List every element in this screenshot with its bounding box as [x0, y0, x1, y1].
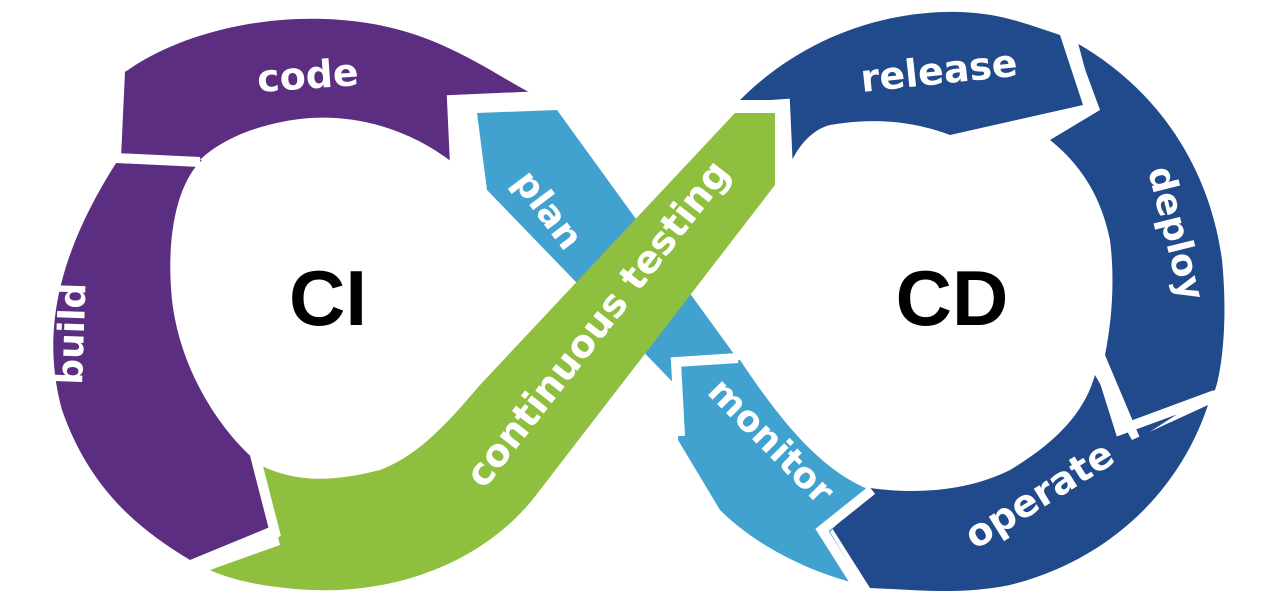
stage-deploy-band	[1050, 42, 1225, 438]
divider-build-testing	[193, 453, 281, 570]
stage-operate-band	[832, 375, 1208, 592]
divider-code-build	[110, 71, 201, 167]
stage-label-code: code	[256, 50, 360, 101]
divider-release-deploy	[985, 30, 1097, 150]
loop-label-cd: CD	[896, 254, 1009, 342]
stage-continuous-testing-band	[210, 113, 775, 591]
stage-build-band	[53, 160, 270, 560]
stage-code-band	[117, 18, 540, 162]
divider-plan	[446, 91, 546, 166]
loop-label-ci: CI	[289, 254, 367, 342]
stage-label-build: build	[50, 282, 95, 385]
stage-release-band	[740, 11, 1083, 170]
divider-monitor-operate	[815, 486, 876, 593]
divider-deploy-operate	[1093, 358, 1217, 437]
divider-monitor	[670, 353, 739, 437]
divider-green-head	[729, 98, 793, 171]
